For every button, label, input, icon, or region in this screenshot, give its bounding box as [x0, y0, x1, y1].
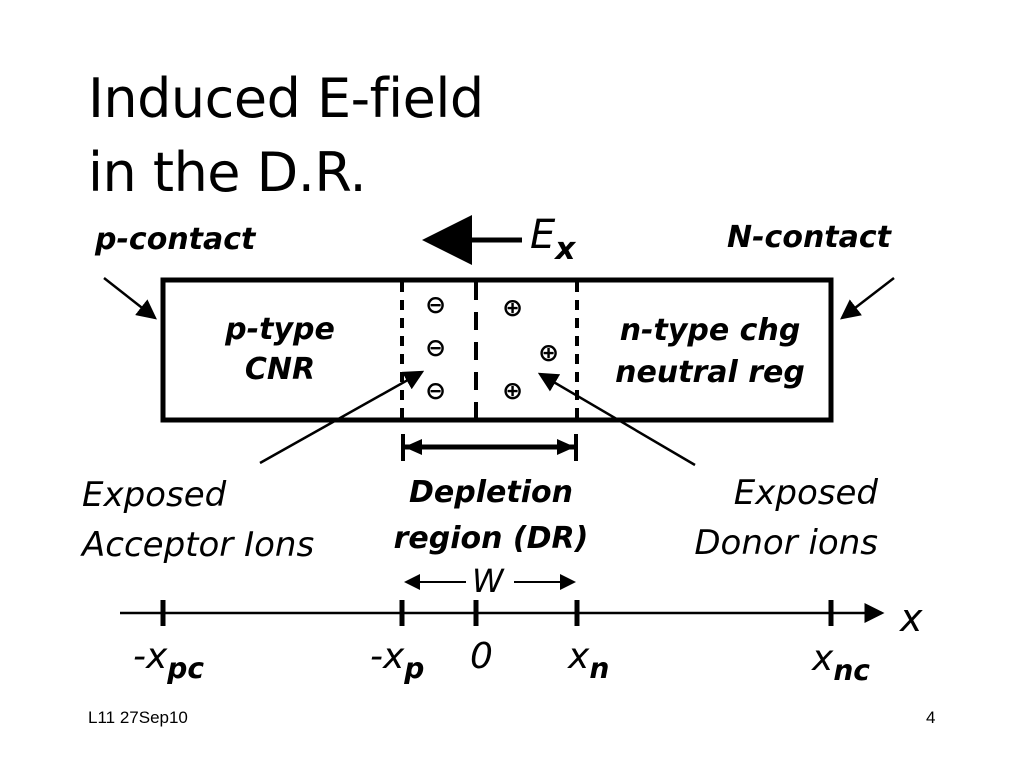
- title-line-1: Induced E-field: [88, 67, 484, 130]
- efield-label: Ex: [530, 212, 575, 267]
- acceptor-ions-label: Exposed Acceptor Ions: [82, 470, 314, 570]
- tick-label-xnc: xnc: [812, 638, 870, 687]
- donor-pointer: [537, 372, 696, 467]
- efield-subscript: x: [555, 230, 576, 267]
- tick-label-xp-main: -x: [370, 636, 405, 677]
- acceptor-ion-2: ⊖: [425, 333, 446, 362]
- slide-title: Induced E-field in the D.R.: [88, 62, 484, 210]
- depletion-bracket-left-head: [404, 439, 422, 455]
- depletion-region-label: Depletion region (DR): [376, 470, 606, 562]
- donor-ion-1: ⊕: [502, 293, 523, 322]
- p-region-line-1: p-type: [225, 312, 335, 347]
- device-block: [160, 277, 834, 423]
- acceptor-line-2: Acceptor Ions: [82, 525, 315, 565]
- tick-label-xp-sub: p: [404, 651, 425, 685]
- p-region-label: p-type CNR: [205, 310, 355, 390]
- depletion-bracket-right-head: [557, 439, 575, 455]
- efield-symbol: E: [530, 212, 556, 258]
- donor-line-1: Exposed: [733, 473, 878, 513]
- tick-label-xp: -xp: [370, 636, 424, 685]
- tick-label-xnc-sub: nc: [833, 653, 870, 687]
- n-contact-pointer: [840, 277, 895, 320]
- axis-variable-label: x: [900, 596, 923, 640]
- n-region-line-1: n-type chg: [619, 313, 801, 348]
- tick-label-zero: 0: [470, 636, 493, 677]
- tick-label-xpc: -xpc: [133, 636, 204, 685]
- p-contact-pointer: [103, 277, 157, 320]
- tick-label-zero-main: 0: [470, 636, 493, 677]
- tick-label-xpc-sub: pc: [167, 651, 205, 685]
- width-label: W: [472, 562, 504, 600]
- p-contact-label: p-contact: [95, 222, 256, 257]
- depletion-line-2: region (DR): [393, 521, 589, 556]
- donor-ion-3: ⊕: [502, 376, 523, 405]
- tick-label-xn-main: x: [568, 636, 590, 677]
- tick-label-xnc-main: x: [812, 638, 834, 679]
- donor-ion-2: ⊕: [538, 338, 559, 367]
- title-line-2: in the D.R.: [88, 141, 367, 204]
- tick-label-xpc-main: -x: [133, 636, 168, 677]
- n-region-line-2: neutral reg: [615, 355, 805, 390]
- depletion-line-1: Depletion: [409, 475, 573, 510]
- acceptor-line-1: Exposed: [82, 475, 227, 515]
- acceptor-pointer: [259, 370, 425, 465]
- footer-left: L11 27Sep10: [88, 708, 188, 727]
- donor-line-2: Donor ions: [694, 523, 878, 563]
- tick-label-xn: xn: [568, 636, 609, 685]
- slide-number: 4: [926, 708, 936, 727]
- donor-ions-label: Exposed Donor ions: [668, 468, 878, 568]
- acceptor-ion-3: ⊖: [425, 376, 446, 405]
- n-contact-label: N-contact: [727, 220, 892, 255]
- acceptor-ion-1: ⊖: [425, 290, 446, 319]
- n-region-label: n-type chg neutral reg: [595, 310, 825, 394]
- tick-label-xn-sub: n: [589, 651, 610, 685]
- p-region-line-2: CNR: [244, 352, 316, 387]
